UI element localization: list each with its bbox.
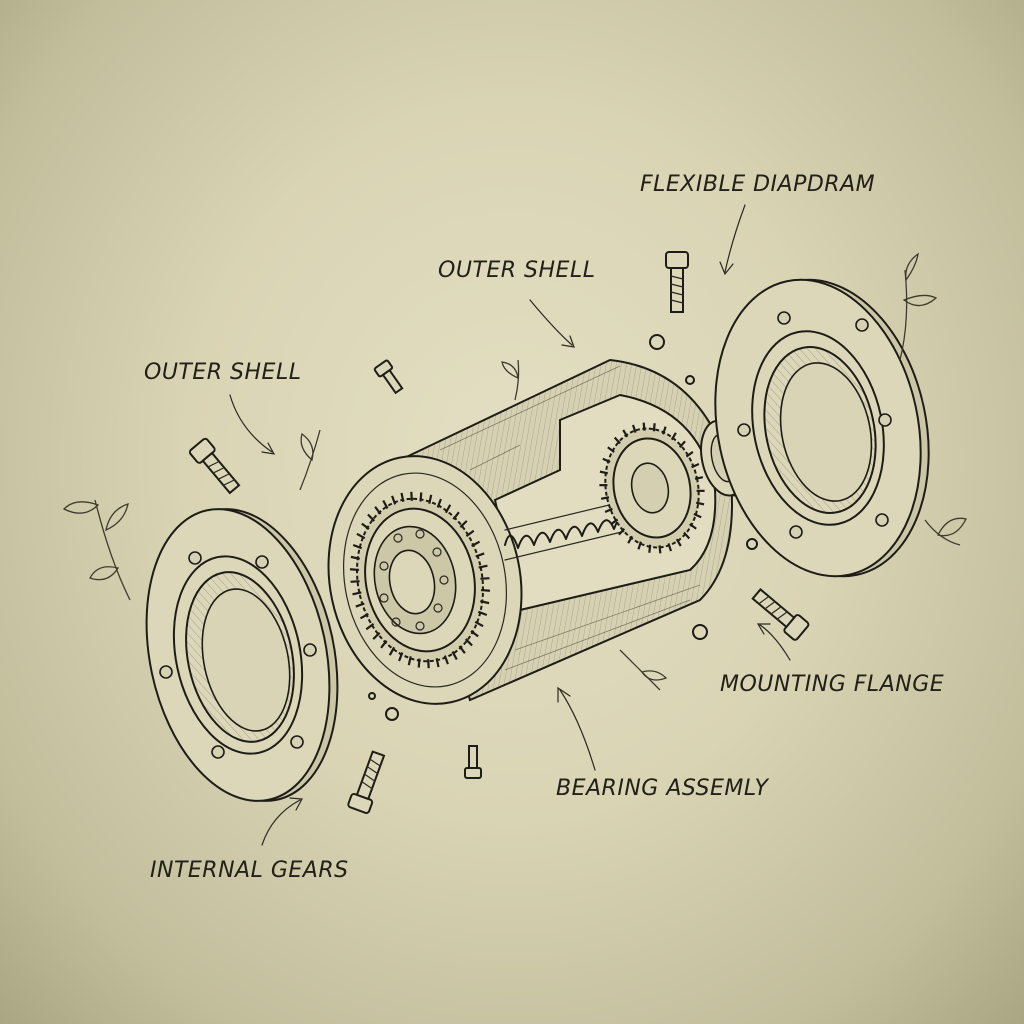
- gear-tooth: [417, 658, 421, 668]
- label-internal-gears: INTERNAL GEARS: [150, 858, 349, 883]
- bolt-top-right: [665, 251, 689, 313]
- gear-tooth: [678, 440, 686, 448]
- gear-tooth: [400, 492, 405, 502]
- gear-tooth: [695, 501, 705, 506]
- gear-tooth: [480, 577, 490, 580]
- bolt-small-top: [373, 359, 404, 395]
- gear-tooth: [465, 529, 475, 538]
- gear-tooth: [474, 620, 484, 628]
- gear-tooth: [618, 528, 626, 536]
- gear-tooth: [670, 432, 677, 441]
- gear-tooth: [452, 511, 460, 520]
- gear-tooth: [436, 498, 442, 508]
- gear-tooth: [478, 564, 488, 569]
- leaf-sprig-left: [62, 499, 131, 601]
- gear-tooth: [427, 659, 430, 669]
- gear-tooth: [477, 610, 488, 617]
- gear-tooth: [359, 613, 369, 620]
- gear-tooth: [367, 513, 376, 522]
- gear-teeth-rear: [599, 422, 705, 554]
- gear-tooth: [458, 645, 466, 654]
- label-mounting-flange: MOUNTING FLANGE: [720, 672, 945, 697]
- bolt-right: [751, 587, 810, 641]
- gear-tooth: [372, 632, 381, 640]
- gear-tooth: [642, 422, 646, 431]
- bolt-bottom-left: [347, 750, 386, 814]
- gear-tooth: [356, 532, 366, 540]
- label-outer-shell-left: OUTER SHELL: [144, 360, 302, 385]
- gear-tooth: [435, 658, 440, 668]
- gear-tooth: [471, 540, 481, 547]
- bolt-bottom-middle: [464, 745, 482, 779]
- gear-tooth: [613, 436, 621, 445]
- gear-tooth: [662, 426, 667, 435]
- leaf-sprig-bottom: [619, 649, 668, 691]
- gear-tooth: [475, 552, 485, 558]
- gear-tooth: [349, 568, 360, 572]
- gear-tooth: [374, 506, 382, 515]
- gear-tooth: [685, 450, 694, 458]
- gear-tooth: [607, 446, 615, 453]
- gear-tooth: [683, 531, 691, 540]
- bolt-left-top: [188, 437, 241, 495]
- gear-tooth: [637, 541, 642, 550]
- bearing-balls: [379, 529, 449, 631]
- label-outer-shell-top: OUTER SHELL: [438, 258, 596, 283]
- gear-tooth: [652, 423, 656, 432]
- gear-tooth: [667, 543, 673, 552]
- gear-tooth: [648, 544, 652, 553]
- label-bearing-assembly: BEARING ASSEMLY: [556, 776, 769, 801]
- right-flange: [714, 278, 930, 578]
- gear-tooth: [365, 622, 375, 631]
- gear-tooth: [693, 512, 702, 519]
- gear-tooth: [350, 580, 360, 583]
- gear-tooth: [689, 523, 697, 530]
- gear-tooth: [464, 638, 473, 647]
- gear-tooth: [380, 640, 388, 649]
- gear-tooth: [352, 591, 362, 596]
- gear-tooth: [355, 602, 365, 608]
- internal-gear-front: [356, 497, 484, 663]
- gear-tooth: [398, 652, 404, 662]
- leaf-sprig-top: [299, 359, 520, 491]
- gear-tooth: [675, 538, 682, 547]
- gear-tooth: [480, 600, 490, 605]
- gear-tooth: [691, 462, 700, 469]
- gear-tooth: [658, 545, 662, 554]
- label-flexible-diaphragm: FLEXIBLE DIAPDRAM: [640, 172, 876, 197]
- gear-tooth: [361, 522, 370, 530]
- left-flange: [145, 508, 339, 802]
- gear-tooth: [443, 655, 449, 665]
- leaf-sprig-right: [899, 252, 967, 546]
- gear-tooth: [352, 543, 363, 550]
- gear-tooth: [391, 495, 397, 505]
- gear-tooth: [622, 429, 629, 438]
- gear-tooth: [419, 492, 423, 502]
- gear-tooth: [694, 476, 704, 480]
- gear-tooth: [407, 656, 412, 666]
- internal-gear-rear: [604, 427, 700, 549]
- gear-teeth-front: [349, 491, 491, 669]
- gear-tooth: [444, 504, 452, 514]
- gear-tooth: [599, 470, 609, 475]
- gear-tooth: [480, 588, 491, 592]
- gear-tooth: [388, 646, 396, 656]
- leader-arrows: [229, 204, 791, 846]
- gear-tooth: [382, 499, 389, 509]
- gear-tooth: [610, 518, 619, 526]
- gear-tooth: [470, 630, 479, 638]
- gear-tooth: [410, 491, 413, 501]
- gear-tooth: [350, 555, 360, 560]
- gear-tooth: [451, 651, 458, 661]
- small-washers: [368, 334, 758, 721]
- gear-tooth: [602, 457, 611, 464]
- gear-tooth: [604, 507, 613, 514]
- gear-tooth: [631, 424, 637, 433]
- gear-tooth: [627, 535, 634, 544]
- gear-tooth: [459, 520, 468, 528]
- gear-tooth: [600, 496, 610, 500]
- gear-tooth: [428, 494, 433, 504]
